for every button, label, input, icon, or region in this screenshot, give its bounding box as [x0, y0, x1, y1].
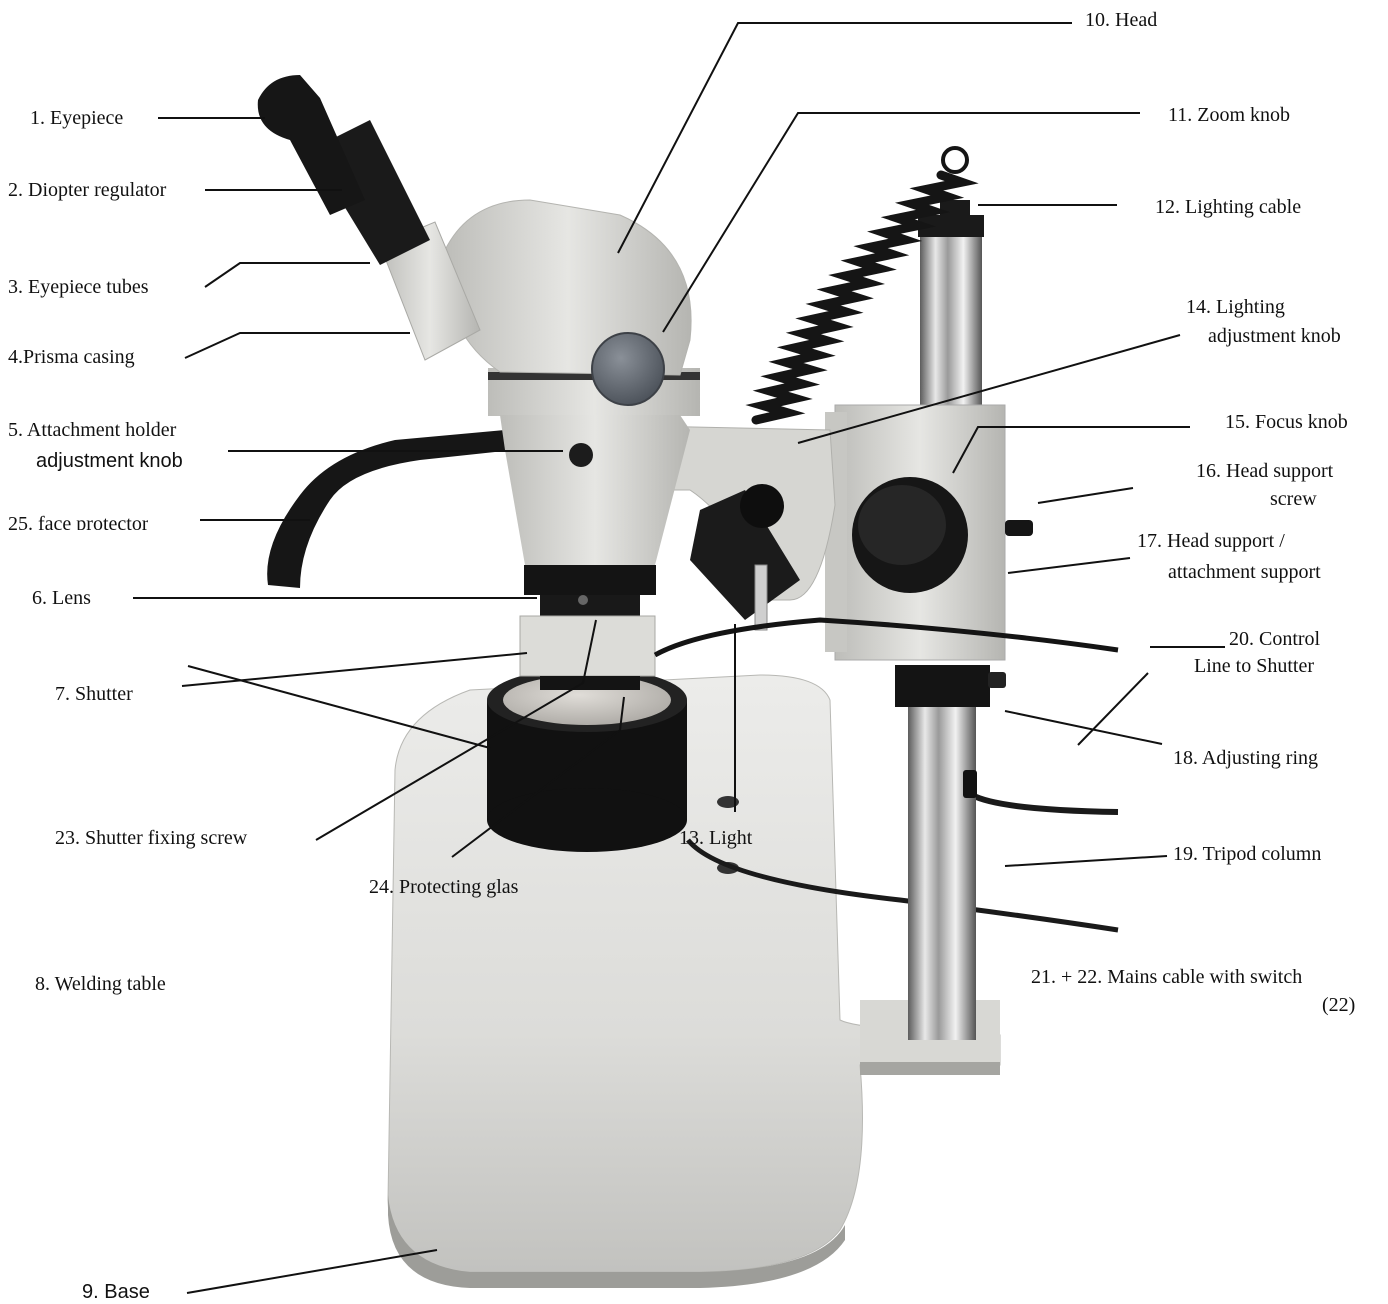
label-eyepiece-tubes: 3. Eyepiece tubes: [8, 275, 149, 299]
label-lighting-cable: 12. Lighting cable: [1155, 195, 1301, 219]
label-lens: 6. Lens: [32, 586, 91, 610]
label-light: 13. Light: [679, 826, 752, 850]
label-eyepiece: 1. Eyepiece: [30, 106, 123, 130]
label-tripod-column: 19. Tripod column: [1173, 842, 1321, 866]
label-shutter-fixing-screw: 23. Shutter fixing screw: [55, 826, 247, 850]
label-attachment-support: attachment support: [1168, 560, 1321, 584]
label-line-to-shutter: Line to Shutter: [1194, 654, 1314, 678]
label-control-line: 20. Control: [1229, 627, 1320, 651]
label-lighting-adjustment: 14. Lighting: [1186, 295, 1285, 319]
label-welding-table: 8. Welding table: [35, 972, 166, 996]
tripod-column-upper: [920, 215, 982, 415]
label-prisma-casing: 4.Prisma casing: [8, 345, 135, 369]
label-adjusting-ring: 18. Adjusting ring: [1173, 746, 1318, 770]
label-head-support-screw: 16. Head support: [1196, 459, 1333, 483]
label-lighting-adjustment-knob: adjustment knob: [1208, 324, 1341, 348]
tripod-column-lower: [908, 700, 976, 1040]
label-shutter: 7. Shutter: [55, 682, 133, 706]
adjusting-ring: [895, 665, 990, 707]
light-shape: [690, 484, 800, 630]
mains-cable: [972, 795, 1118, 812]
label-mains-cable-switch: (22): [1322, 993, 1355, 1017]
label-face-protector: 25. face protector: [8, 512, 148, 530]
label-head: 10. Head: [1085, 8, 1157, 32]
label-base: 9. Base: [82, 1280, 150, 1304]
label-focus-knob: 15. Focus knob: [1225, 410, 1348, 434]
label-mains-cable: 21. + 22. Mains cable with switch: [1031, 965, 1302, 989]
label-protecting-glas: 24. Protecting glas: [369, 875, 518, 899]
label-zoom-knob: 11. Zoom knob: [1168, 103, 1290, 127]
label-attachment-holder-knob: adjustment knob: [36, 449, 183, 473]
label-diopter-regulator: 2. Diopter regulator: [8, 178, 166, 202]
label-head-support: 17. Head support /: [1137, 529, 1285, 553]
label-attachment-holder: 5. Attachment holder: [8, 418, 176, 442]
label-head-support-screw-2: screw: [1270, 487, 1317, 511]
